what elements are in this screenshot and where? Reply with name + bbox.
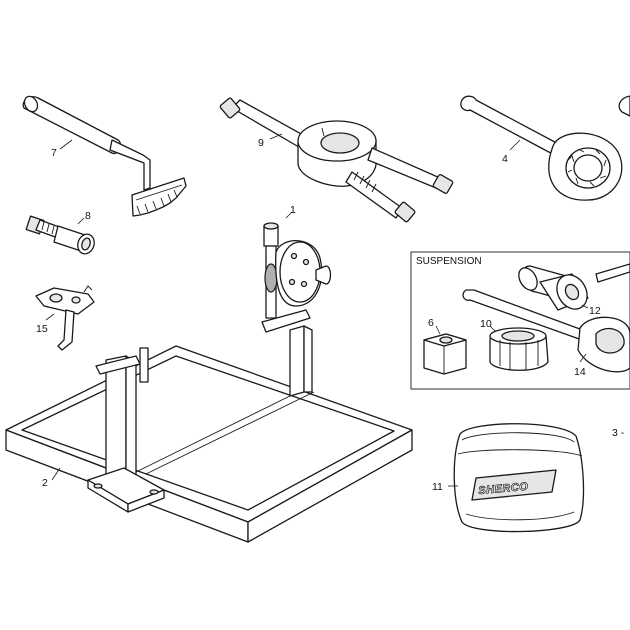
part-1-leader <box>285 211 293 219</box>
part-2-label: 2 <box>42 477 48 489</box>
suspension-box-title: SUSPENSION <box>416 256 482 267</box>
part-15-label: 15 <box>36 323 48 335</box>
part-10-label: 10 <box>480 318 492 330</box>
part-14-fork-spanner <box>462 289 630 373</box>
part-2-leader <box>51 467 61 481</box>
part-14-leader <box>579 353 587 363</box>
part-12-leader <box>581 304 589 309</box>
part-1-label: 1 <box>290 204 296 216</box>
part-4-spanner-wrench <box>460 95 623 201</box>
part-10-leader <box>489 325 497 333</box>
part-9-leader <box>269 133 283 140</box>
part-7-label: 7 <box>51 147 57 159</box>
part-8-label: 8 <box>85 210 91 222</box>
offframe-part-fragment <box>618 95 630 117</box>
part-6-leader <box>435 325 441 335</box>
part-7-leader <box>59 139 73 150</box>
part-8-leader <box>77 217 85 225</box>
part-12-label: 12 <box>589 305 601 317</box>
part-2-stand-tray <box>5 325 413 543</box>
part-4-leader <box>509 139 521 151</box>
part-9-ring-clamp <box>219 97 454 223</box>
part-15-bracket-plate <box>35 285 95 351</box>
suspension-rod-fragment <box>595 263 630 283</box>
suspension-box <box>410 251 630 390</box>
part-7-sector-tool <box>22 95 187 217</box>
part-6-label: 6 <box>428 317 434 329</box>
part-8-threaded-adapter <box>25 215 95 255</box>
part-14-label: 14 <box>574 366 586 378</box>
part-6-block <box>423 333 467 375</box>
part-15-leader <box>45 313 55 321</box>
part-10-split-collar <box>489 327 549 371</box>
part-4-label: 4 <box>502 153 508 165</box>
bag-logo-text: SHERCO <box>478 481 529 497</box>
part-11-tool-bag: SHERCO <box>453 423 585 533</box>
part-12-seal-driver <box>518 265 589 311</box>
part-1-clamp-head <box>261 222 332 333</box>
part-9-label: 9 <box>258 137 264 149</box>
part-3-label: 3 - <box>612 427 625 439</box>
part-11-label: 11 <box>432 481 443 493</box>
